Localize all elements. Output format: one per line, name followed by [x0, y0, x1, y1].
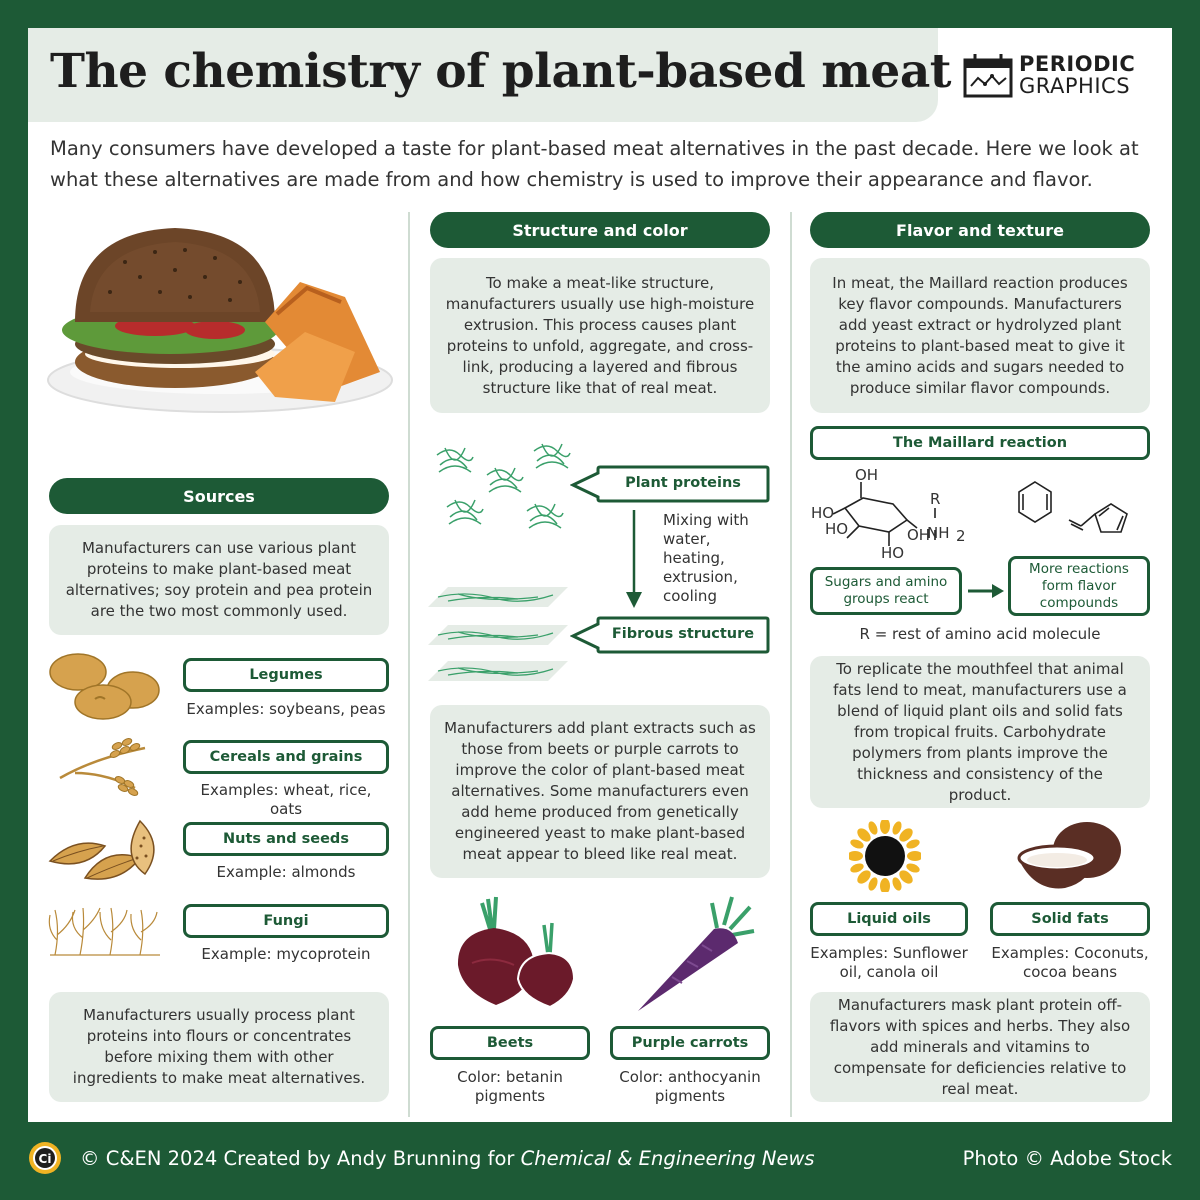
solid-fats-label: Solid fats — [990, 902, 1150, 936]
sunflower-icon — [849, 820, 921, 892]
carrots-caption: Color: anthocyanin pigments — [600, 1068, 780, 1106]
step1-line: groups react — [843, 591, 929, 607]
svg-text:Ci: Ci — [39, 1152, 52, 1166]
solids-caption-line: cocoa beans — [1022, 963, 1118, 981]
logo-line1: PERIODIC — [1019, 52, 1136, 76]
process-step: water, — [663, 530, 711, 548]
step2-line: More reactions — [1029, 560, 1129, 577]
chem-label-oh: OH — [907, 526, 930, 544]
footer-photo-credit: Photo © Adobe Stock — [962, 1147, 1172, 1170]
chem-label-nh2: NH — [927, 524, 950, 542]
column-divider-1 — [408, 212, 410, 1117]
beets-caption: Color: betanin pigments — [430, 1068, 590, 1106]
process-arrow-icon — [626, 510, 642, 608]
beans-icon — [49, 653, 160, 720]
source-legumes-example: Examples: soybeans, peas — [186, 700, 386, 718]
title-banner: The chemistry of plant-based meat — [28, 28, 952, 122]
plant-proteins-illustration — [436, 443, 571, 529]
process-step: cooling — [663, 587, 717, 605]
source-cereals-example: Examples: wheat, rice, oats — [200, 781, 372, 818]
structure-intro-box: To make a meat-like structure, manufactu… — [430, 258, 770, 413]
calendar-icon — [963, 54, 1013, 98]
flavor-heading: Flavor and texture — [810, 212, 1150, 248]
chem-label-ho: HO — [881, 544, 904, 562]
mycelium-icon — [48, 907, 160, 956]
intro-text: Many consumers have developed a taste fo… — [50, 137, 1139, 191]
beets-label: Beets — [430, 1026, 590, 1060]
step1-line: Sugars and amino — [824, 574, 948, 590]
color-text-box: Manufacturers add plant extracts such as… — [430, 705, 770, 878]
sources-heading: Sources — [49, 478, 389, 514]
copyright-text: © C&EN 2024 Created by Andy Brunning for — [80, 1147, 521, 1170]
fibrous-structure-label: Fibrous structure — [611, 625, 755, 642]
footer-copyright: © C&EN 2024 Created by Andy Brunning for… — [80, 1147, 815, 1170]
page-title: The chemistry of plant-based meat — [50, 44, 952, 99]
column-divider-2 — [790, 212, 792, 1117]
source-nuts-example: Example: almonds — [216, 863, 356, 881]
burger-photo — [47, 228, 393, 413]
plant-proteins-label: Plant proteins — [625, 474, 741, 491]
fibrous-callout-shape — [570, 616, 770, 654]
beets-caption-line: Color: betanin — [457, 1068, 563, 1086]
source-nuts: Nuts and seeds — [183, 822, 389, 856]
chem-label-ho: HO — [811, 504, 834, 522]
oils-caption-line: Examples: Sunflower — [810, 944, 968, 962]
chem-label-r: R — [930, 490, 940, 508]
flavor-outro-box: Manufacturers mask plant protein off-fla… — [810, 992, 1150, 1102]
liquid-oils-caption: Examples: Sunflower oil, canola oil — [800, 944, 978, 982]
sources-outro-box: Manufacturers usually process plant prot… — [49, 992, 389, 1102]
flavor-intro-box: In meat, the Maillard reaction produces … — [810, 258, 1150, 413]
solid-fats-caption: Examples: Coconuts, cocoa beans — [980, 944, 1160, 982]
source-legumes: Legumes — [183, 658, 389, 692]
purple-carrots-label: Purple carrots — [610, 1026, 770, 1060]
source-fungi-example: Example: mycoprotein — [201, 945, 371, 963]
process-step: Mixing with — [663, 511, 749, 529]
r-note: R = rest of amino acid molecule — [859, 625, 1101, 643]
chem-label-subscript: 2 — [956, 527, 966, 545]
sources-intro-box: Manufacturers can use various plant prot… — [49, 525, 389, 635]
fats-text-box: To replicate the mouthfeel that animal f… — [810, 656, 1150, 808]
step2-line: form flavor — [1041, 577, 1117, 594]
maillard-heading: The Maillard reaction — [810, 426, 1150, 460]
carrots-caption-line: Color: anthocyanin — [619, 1068, 761, 1086]
maillard-arrow-icon — [968, 584, 1004, 598]
plant-proteins-callout-shape — [570, 465, 770, 503]
periodic-graphics-logo: PERIODIC GRAPHICS — [963, 50, 1158, 102]
carrots-caption-line: pigments — [654, 1087, 726, 1105]
purple-carrot-icon — [638, 896, 755, 1011]
source-cereals: Cereals and grains — [183, 740, 389, 774]
maillard-structures: OH HO HO HO OH R NH 2 — [811, 468, 1128, 562]
fibrous-structure-illustration — [428, 587, 568, 681]
wheat-icon — [59, 738, 146, 796]
structure-heading: Structure and color — [430, 212, 770, 248]
process-step: heating, — [663, 549, 725, 567]
chem-label-oh: OH — [855, 468, 878, 484]
oils-caption-line: oil, canola oil — [839, 963, 939, 981]
coconut-icon — [1017, 822, 1121, 889]
liquid-oils-label: Liquid oils — [810, 902, 968, 936]
cen-logo-icon: Ci — [29, 1142, 61, 1174]
source-fungi: Fungi — [183, 904, 389, 938]
process-steps: Mixing with water, heating, extrusion, c… — [663, 511, 749, 606]
chem-label-ho: HO — [825, 520, 848, 538]
process-step: extrusion, — [663, 568, 738, 586]
publication-name: Chemical & Engineering News — [520, 1147, 815, 1170]
beets-icon — [457, 896, 576, 1009]
step2-line: compounds — [1039, 594, 1119, 611]
logo-line2: GRAPHICS — [1019, 74, 1131, 98]
almonds-icon — [48, 819, 155, 880]
solids-caption-line: Examples: Coconuts, — [991, 944, 1149, 962]
beets-caption-line: pigments — [474, 1087, 546, 1105]
